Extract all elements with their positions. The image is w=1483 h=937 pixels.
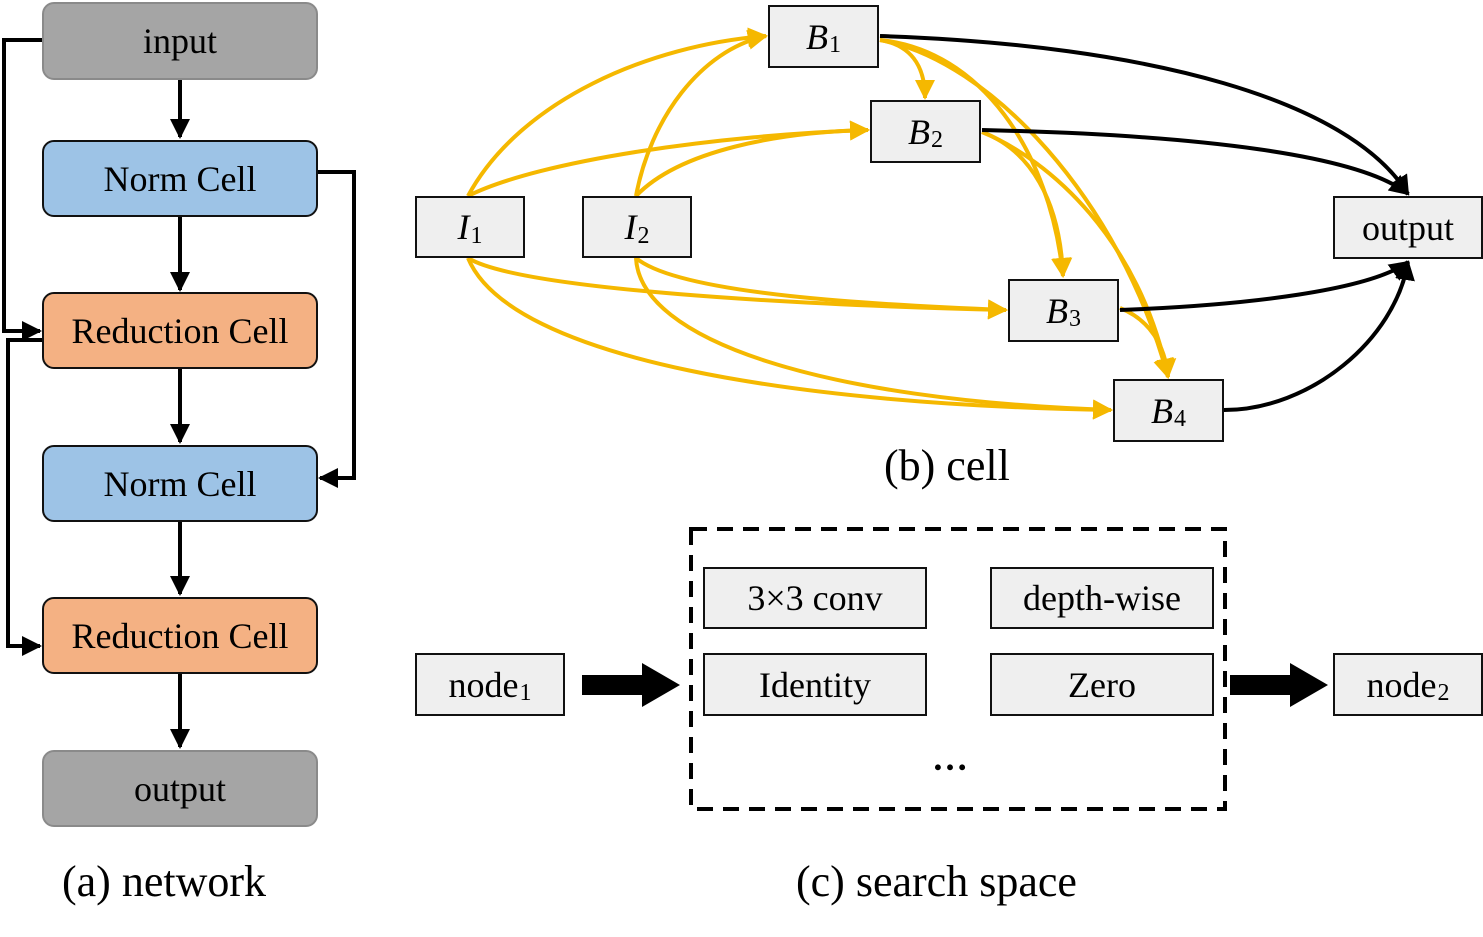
search-space-caption: (c) search space (796, 857, 1077, 906)
edge-B2-B4 (981, 130, 1175, 379)
cell-node-I2-sub: 2 (637, 222, 650, 249)
edge-B3-B4 (1119, 306, 1177, 379)
cell-node-B2-sub: 2 (931, 127, 943, 153)
cell-node-B1-label: B (806, 16, 828, 57)
skip-norm1-to-norm2 (318, 170, 356, 488)
search-node-1-label: node (448, 664, 519, 705)
edge-B1-B4 (879, 38, 1173, 379)
cell-node-B4-sub: 4 (1174, 406, 1186, 432)
op-identity: Identity (703, 653, 927, 716)
search-space-dashed-box (689, 527, 1227, 811)
op-3x3-conv: 3×3 conv (703, 567, 927, 629)
edge-I2-B4 (634, 257, 1113, 420)
cell-output-node: output (1333, 196, 1483, 259)
cell-node-B3-label: B (1046, 290, 1068, 331)
skip-input-to-red1 (2, 38, 42, 341)
edge-I1-B3 (466, 256, 1008, 320)
network-input-node: input (42, 2, 318, 80)
edge-B3-output (1119, 260, 1410, 312)
skip-red1-to-red2 (6, 338, 42, 656)
cell-node-B3-sub: 3 (1069, 306, 1081, 332)
cell-node-I1-label: I (457, 207, 470, 247)
edge-I1-B2 (467, 120, 870, 198)
network-norm-cell-2: Norm Cell (42, 445, 318, 522)
network-caption: (a) network (62, 857, 267, 906)
search-node-1-sub: 1 (519, 680, 532, 706)
op-depth-wise: depth-wise (990, 567, 1214, 629)
cell-node-I2-label: I (624, 207, 637, 247)
search-node-2-sub: 2 (1437, 680, 1450, 706)
op-zero: Zero (990, 653, 1214, 716)
network-norm-cell-1: Norm Cell (42, 140, 318, 217)
edge-I2-B3 (634, 256, 1008, 320)
edge-I2-B1 (634, 29, 768, 197)
cell-caption: (b) cell (884, 441, 1010, 490)
cell-black-edges (879, 34, 1415, 412)
network-output-node: output (42, 750, 318, 827)
cell-node-B1-sub: 1 (829, 32, 841, 58)
cell-node-I1-sub: 1 (470, 222, 483, 249)
search-node-2-label: node (1366, 664, 1437, 705)
network-reduction-cell-1: Reduction Cell (42, 292, 318, 369)
network-arrows (2, 38, 356, 749)
thick-arrow-out (1230, 663, 1328, 707)
cell-yellow-edges (466, 27, 1177, 420)
edge-B4-output (1223, 260, 1415, 412)
edge-I1-B1 (466, 27, 768, 197)
cell-node-B4-label: B (1151, 390, 1173, 431)
edge-B2-output (981, 128, 1410, 196)
thick-arrow-in (582, 663, 680, 707)
edge-I2-B2 (634, 120, 870, 198)
edge-I1-B4 (466, 257, 1113, 420)
cell-node-B2-label: B (908, 111, 930, 152)
edge-B1-output (879, 34, 1410, 196)
network-reduction-cell-2: Reduction Cell (42, 597, 318, 674)
more-ops-ellipsis: … (932, 738, 970, 778)
